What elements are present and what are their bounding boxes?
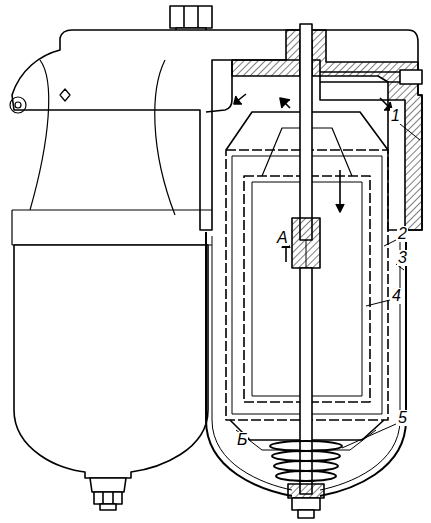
central-rod — [292, 24, 320, 494]
head-section — [206, 30, 422, 230]
left-drain-plug — [90, 478, 126, 510]
head-ribs — [10, 60, 212, 245]
callout-number: 4 — [391, 288, 402, 304]
leader-lines — [342, 124, 420, 448]
bottom-nut — [288, 484, 324, 518]
right-bowl-3 — [206, 232, 406, 496]
callout-number: 1 — [390, 108, 401, 124]
callout-number: 5 — [397, 410, 408, 426]
spring-5 — [270, 441, 342, 481]
callout-number: 2 — [397, 226, 408, 242]
callout-number: 3 — [397, 250, 408, 266]
region-letter: Б — [236, 432, 248, 448]
left-bowl — [14, 245, 208, 478]
region-letter: А — [276, 230, 289, 246]
filter-head — [12, 30, 422, 230]
flow-arrows — [234, 94, 392, 262]
